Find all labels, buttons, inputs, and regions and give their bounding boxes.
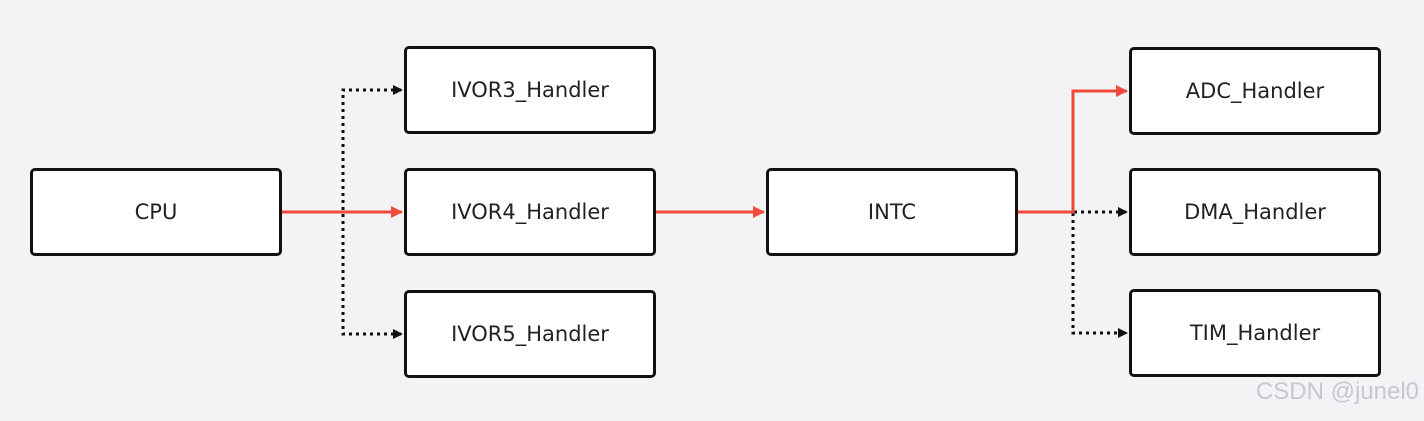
node-ivor3-label: IVOR3_Handler: [451, 78, 609, 102]
node-ivor5-handler: IVOR5_Handler: [404, 290, 656, 378]
edge-cpu-ivor3: [282, 85, 403, 214]
node-tim-label: TIM_Handler: [1189, 321, 1321, 345]
node-adc-label: ADC_Handler: [1185, 79, 1325, 103]
edge-intc-tim: [1018, 210, 1128, 338]
node-cpu: CPU: [30, 168, 282, 256]
node-intc: INTC: [766, 168, 1018, 256]
edge-cpu-ivor5: [282, 210, 403, 339]
watermark: CSDN @junel0: [1255, 378, 1419, 405]
node-adc-handler: ADC_Handler: [1129, 47, 1381, 135]
node-ivor4-label: IVOR4_Handler: [451, 200, 609, 224]
node-ivor5-label: IVOR5_Handler: [451, 322, 609, 346]
edge-intc-adc: [1018, 85, 1128, 214]
node-ivor4-handler: IVOR4_Handler: [404, 168, 656, 256]
node-cpu-label: CPU: [134, 200, 178, 224]
node-tim-handler: TIM_Handler: [1129, 289, 1381, 377]
node-ivor3-handler: IVOR3_Handler: [404, 46, 656, 134]
node-dma-label: DMA_Handler: [1184, 200, 1326, 224]
node-dma-handler: DMA_Handler: [1129, 168, 1381, 256]
node-intc-label: INTC: [867, 200, 917, 224]
